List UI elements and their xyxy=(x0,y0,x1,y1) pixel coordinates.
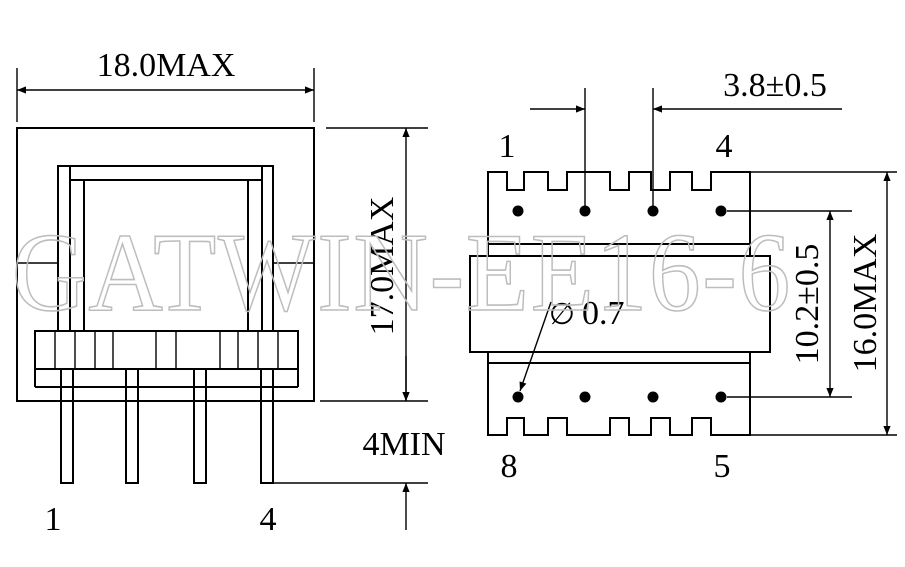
pin-number-5: 5 xyxy=(714,448,731,485)
side-view: 18.0MAX 17.0MAX 4MIN 1 4 xyxy=(16,47,446,538)
hole-pin-2 xyxy=(579,205,591,217)
pin-number-1: 1 xyxy=(499,128,516,165)
width-label: 18.0MAX xyxy=(97,47,236,84)
pin-2 xyxy=(125,368,139,484)
hole-pin-1 xyxy=(512,205,524,217)
pin-3 xyxy=(193,368,207,484)
pin-number-4: 4 xyxy=(716,128,733,165)
hole-pin-6 xyxy=(647,391,659,403)
bobbin-base xyxy=(34,330,299,370)
hole-pin-8 xyxy=(512,391,524,403)
pitch-label: 3.8±0.5 xyxy=(723,67,827,104)
hole-label: 0.7 xyxy=(582,295,625,332)
pin-label-left: 1 xyxy=(45,501,62,538)
pin-number-8: 8 xyxy=(501,448,518,485)
bottom-pin-row xyxy=(487,363,751,436)
core xyxy=(469,255,771,353)
hole-pin-7 xyxy=(579,391,591,403)
row-spacing-label: 10.2±0.5 xyxy=(789,244,826,365)
pin-label-right: 4 xyxy=(260,501,277,538)
hole-pin-3 xyxy=(647,205,659,217)
depth-label: 16.0MAX xyxy=(847,234,884,373)
hole-pin-4 xyxy=(715,205,727,217)
hole-leader xyxy=(519,301,552,392)
body-outline xyxy=(16,127,315,402)
pin-length-label: 4MIN xyxy=(362,426,445,463)
height-label: 17.0MAX xyxy=(364,197,401,336)
hole-pin-5 xyxy=(715,391,727,403)
pin-4 xyxy=(260,368,274,484)
pin-1 xyxy=(60,368,74,484)
top-pin-row xyxy=(487,171,751,244)
diameter-symbol: ∅ xyxy=(549,298,575,331)
bottom-view: 3.8±0.5 10.2±0.5 16.0MAX ∅ 0.7 1 4 8 5 xyxy=(469,67,897,485)
watermark-text: GATWIN-EE16-6 xyxy=(12,211,792,335)
